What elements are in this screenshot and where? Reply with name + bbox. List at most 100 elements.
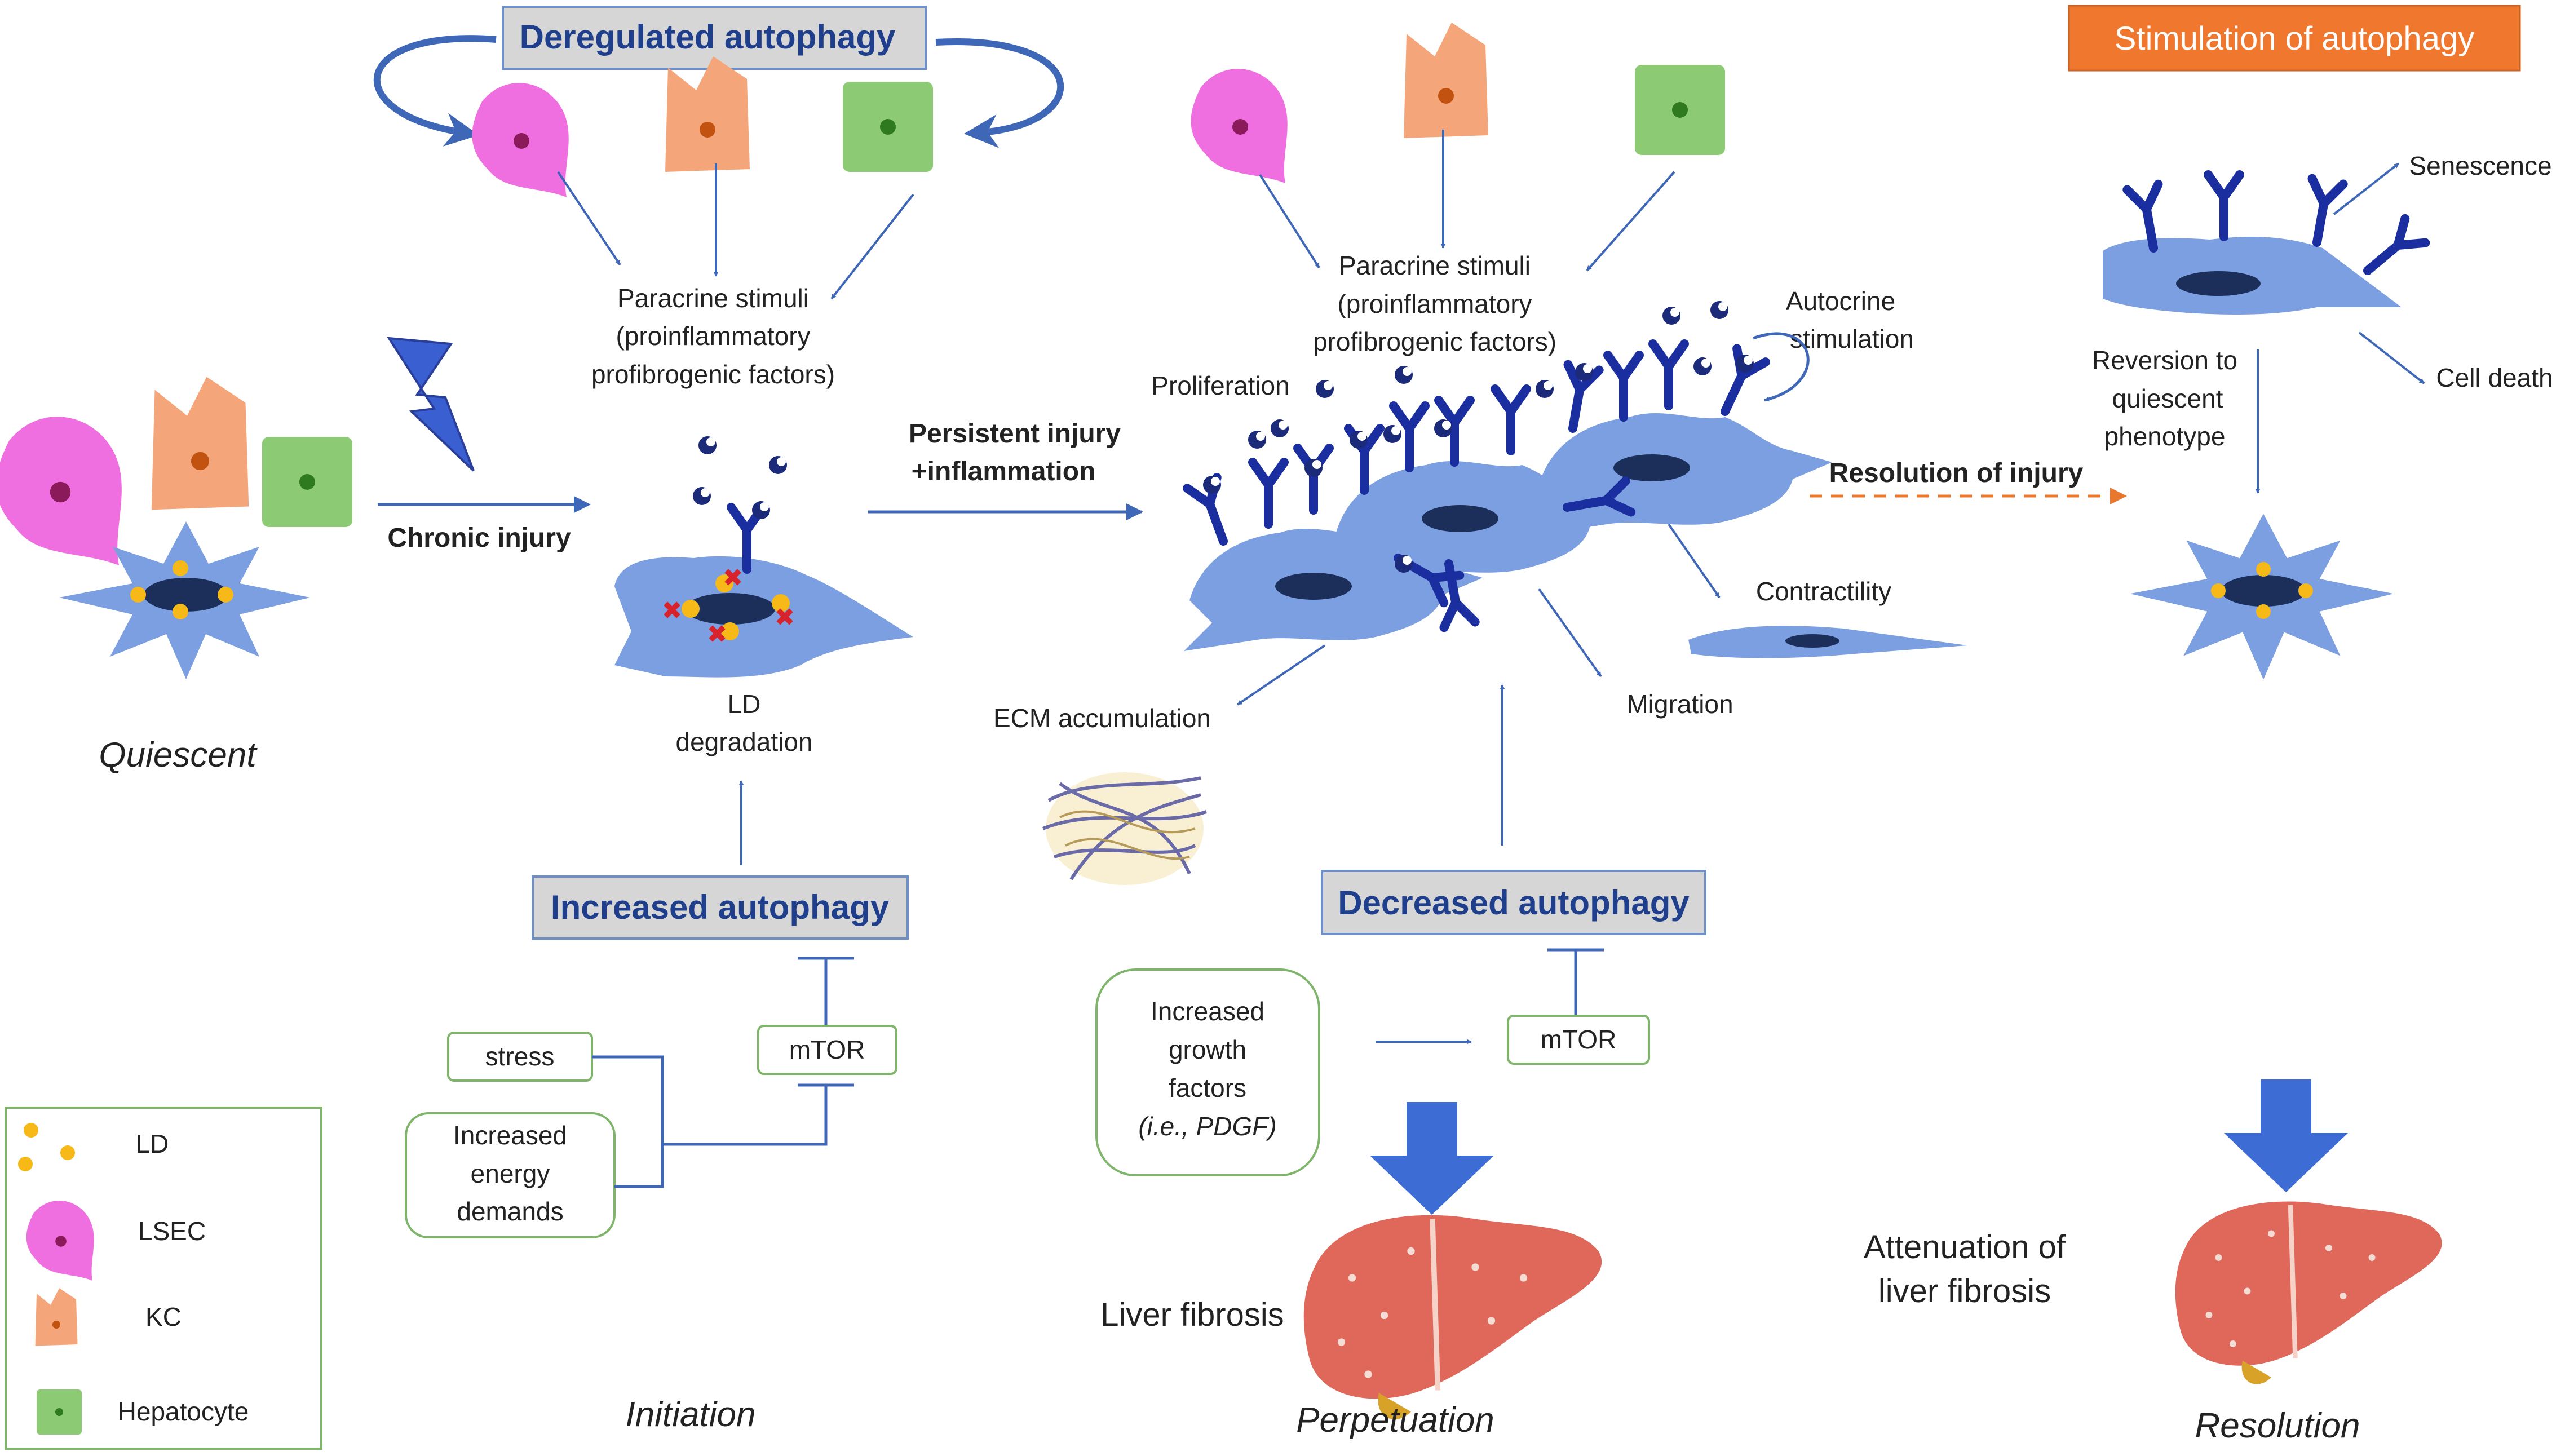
autocrine-line2: stimulation: [1790, 324, 1914, 353]
injury-lightning-icon: [387, 337, 475, 472]
arrow-ecm: [1236, 644, 1326, 706]
ld-degradation-line2: degradation: [676, 727, 813, 756]
lsec-cell-top-left: [472, 83, 569, 197]
paracrine-mid-line3: profibrogenic factors): [1313, 327, 1556, 356]
reverted-ld-1: [2256, 562, 2271, 577]
label-proliferation: Proliferation: [1151, 371, 1289, 400]
quiescent-ld-4: [173, 604, 188, 619]
persistent-injury-line1: Persistent injury: [909, 419, 1121, 449]
stimulation-autophagy-title: Stimulation of autophagy: [2115, 20, 2474, 57]
energy-line2: energy: [471, 1159, 550, 1188]
ld-degradation-line1: LD: [728, 689, 761, 719]
stage-resolution: Resolution: [2195, 1406, 2360, 1445]
svg-text:✖: ✖: [723, 564, 744, 592]
inhibition-mtor-mid-to-box: [1547, 948, 1604, 1017]
energy-demands-box: [405, 1112, 616, 1238]
growth-line4: (i.e., PDGF): [1138, 1112, 1276, 1141]
increased-autophagy-title: Increased autophagy: [551, 888, 890, 926]
energy-line1: Increased: [453, 1121, 567, 1150]
label-liver-fibrosis: Liver fibrosis: [1100, 1296, 1284, 1333]
kc-cell-quiescent: [151, 377, 249, 510]
legend-lsec-label: LSEC: [138, 1216, 206, 1246]
big-arrow-perpetuation: [1370, 1102, 1494, 1215]
quiescent-ld-2: [130, 587, 146, 603]
arrow-hep-paracrine-mid: [1586, 171, 1675, 272]
reverted-ld-2: [2211, 583, 2226, 598]
arrow-senescence: [2333, 162, 2400, 215]
growth-line1: Increased: [1151, 997, 1264, 1026]
stage-initiation: Initiation: [626, 1395, 756, 1434]
arrow-migration: [1538, 588, 1602, 678]
svg-text:✖: ✖: [662, 597, 683, 625]
paracrine-left-line3: profibrogenic factors): [591, 360, 835, 389]
big-arrow-resolution: [2224, 1079, 2348, 1192]
reversion-line3: phenotype: [2104, 422, 2226, 451]
kc-cell-top-mid: [1404, 23, 1488, 138]
quiescent-nucleus: [144, 578, 228, 612]
hepatocyte-cell-quiescent: [262, 437, 352, 527]
increased-autophagy-box: [532, 875, 909, 940]
reverted-nucleus: [2221, 575, 2306, 607]
decreased-autophagy-title: Decreased autophagy: [1338, 884, 1690, 922]
stress-label: stress: [485, 1042, 555, 1071]
paracrine-left-line1: Paracrine stimuli: [617, 284, 809, 313]
lsec-cell-quiescent: [0, 417, 122, 565]
mtor-left-label: mTOR: [789, 1035, 865, 1064]
growth-line3: factors: [1169, 1073, 1246, 1103]
energy-line3: demands: [457, 1197, 563, 1226]
legend-ld-dot-1: [24, 1123, 38, 1138]
svg-text:✖: ✖: [775, 604, 795, 631]
label-contractility: Contractility: [1756, 577, 1891, 606]
hepatocyte-cell-top-mid: [1635, 65, 1725, 155]
kc-cell-top-left: [665, 56, 750, 172]
autocrine-curved-arrow: [1753, 332, 1810, 402]
legend-ld-dot-2: [18, 1157, 33, 1171]
stage-quiescent: Quiescent: [99, 736, 258, 775]
attenuation-line2: liver fibrosis: [1878, 1273, 2051, 1309]
paracrine-mid-line2: (proinflammatory: [1337, 289, 1532, 318]
paracrine-mid-line1: Paracrine stimuli: [1339, 251, 1531, 280]
legend-kc-label: KC: [145, 1302, 182, 1331]
paracrine-left-line2: (proinflammatory: [616, 321, 810, 351]
liver-fibrosis-icon: [1304, 1215, 1602, 1419]
deregulated-autophagy-title: Deregulated autophagy: [520, 18, 896, 56]
activated-stellate-cells: [1184, 301, 1832, 651]
contracted-cell-nucleus: [1785, 634, 1839, 648]
arrow-hep-paracrine-left: [830, 193, 914, 300]
legend-ld-label: LD: [136, 1129, 169, 1158]
inhibition-mtor-left-to-box: [798, 957, 854, 1029]
mtor-left-box: [757, 1025, 897, 1075]
autocrine-line1: Autocrine: [1786, 286, 1895, 316]
attenuation-line1: Attenuation of: [1864, 1229, 2066, 1265]
stage-perpetuation: Perpetuation: [1296, 1401, 1494, 1440]
reverted-ld-4: [2256, 604, 2271, 619]
connector-stress-energy-mtor: [592, 1055, 854, 1188]
decreased-autophagy-box: [1321, 870, 1706, 935]
reversion-line2: quiescent: [2112, 384, 2223, 413]
quiescent-ld-3: [218, 587, 233, 603]
persistent-injury-line2: +inflammation: [912, 457, 1096, 486]
legend-ld-dot-3: [60, 1145, 75, 1160]
label-chronic-injury: Chronic injury: [387, 523, 571, 553]
legend-hepatocyte-icon: [37, 1389, 82, 1435]
lsec-cell-top-mid: [1191, 69, 1288, 183]
arrow-contractility: [1668, 523, 1721, 599]
arrow-cell-death: [2358, 331, 2425, 384]
arrow-lsec-paracrine-mid: [1259, 174, 1320, 269]
reverted-ld-3: [2298, 583, 2313, 598]
stimulation-autophagy-box: [2068, 5, 2521, 72]
mtor-mid-box: [1507, 1015, 1650, 1065]
hepatocyte-cell-top-left: [843, 82, 933, 172]
growth-factors-box: [1095, 968, 1320, 1176]
label-migration: Migration: [1626, 689, 1733, 719]
label-cell-death: Cell death: [2436, 363, 2553, 392]
initiation-stellate-cell: ✖ ✖ ✖ ✖: [614, 436, 913, 678]
quiescent-ld-1: [173, 560, 188, 576]
arrow-lsec-paracrine-left: [557, 171, 621, 266]
svg-text:✖: ✖: [707, 621, 728, 648]
legend-hepatocyte-label: Hepatocyte: [118, 1397, 249, 1426]
label-ecm-accumulation: ECM accumulation: [993, 703, 1211, 733]
growth-line2: growth: [1169, 1035, 1246, 1064]
label-resolution-of-injury: Resolution of injury: [1829, 458, 2084, 488]
